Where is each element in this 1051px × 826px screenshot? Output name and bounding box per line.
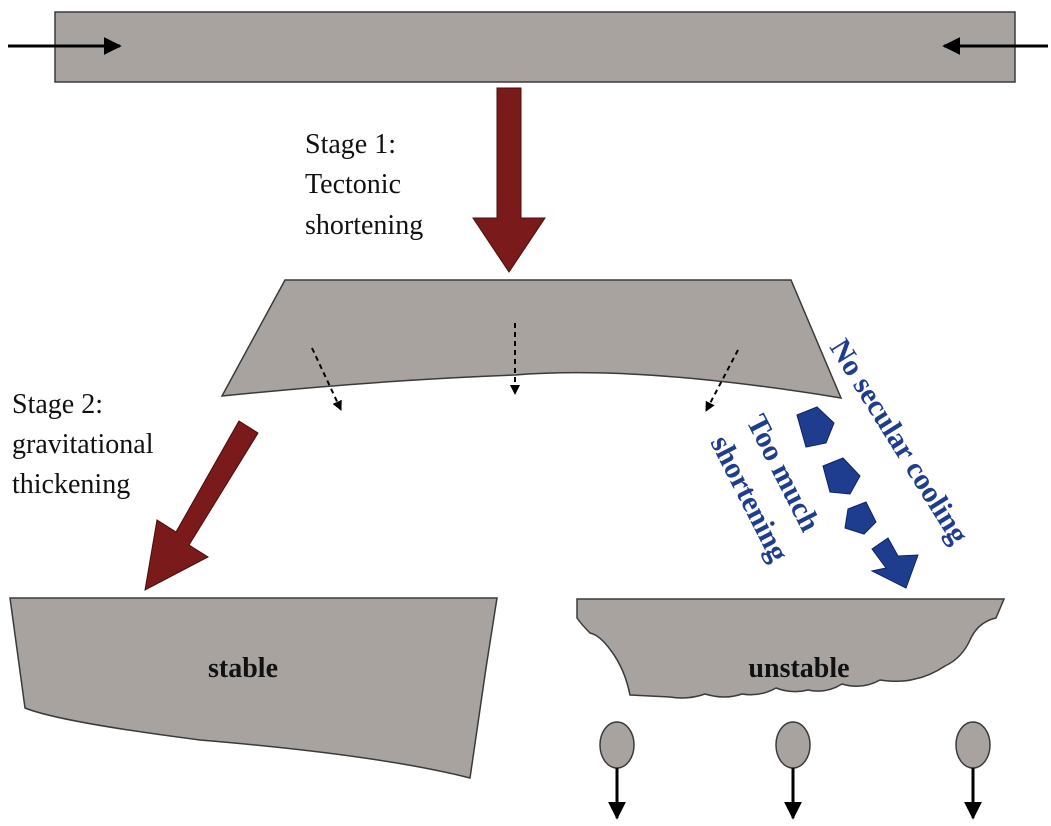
stable-label: stable [208, 653, 278, 684]
stage2-line2: gravitational [12, 429, 154, 460]
drip-center [775, 721, 811, 820]
thickened-lithosphere [220, 279, 843, 399]
no-secular-cooling-label: No secular cooling [823, 333, 975, 549]
stage2-line3: thickening [12, 469, 130, 500]
stable-lithosphere [9, 597, 498, 779]
dashed-arrow-right [705, 349, 739, 412]
initial-lithosphere-block [54, 11, 1016, 83]
unstable-lithosphere [576, 598, 1006, 699]
stage2-title: Stage 2: [12, 389, 103, 420]
blue-block-arrow [796, 406, 919, 589]
drip-left [599, 721, 635, 820]
stage2-arrow [144, 420, 259, 591]
drip-right [955, 721, 991, 820]
stage1-label: Stage 1: Tectonic shortening [305, 129, 423, 241]
stage2-label: Stage 2: gravitational thickening [12, 389, 161, 500]
stage1-line3: shortening [305, 210, 423, 241]
stage1-title: Stage 1: [305, 129, 396, 160]
dashed-arrow-left [311, 347, 342, 411]
unstable-label: unstable [748, 653, 849, 684]
stage1-arrow [472, 87, 546, 273]
stage1-line2: Tectonic [305, 169, 401, 200]
